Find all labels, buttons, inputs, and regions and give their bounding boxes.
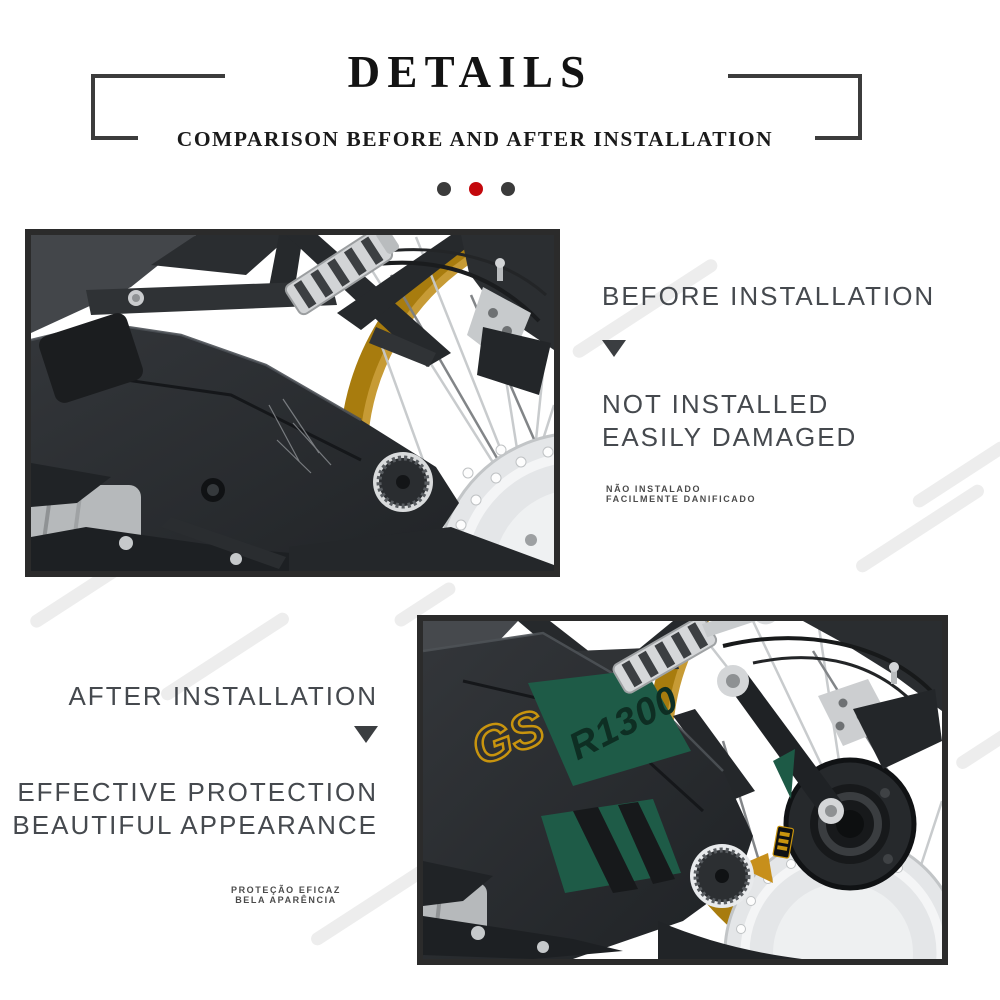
brake-caliper xyxy=(722,636,942,769)
brake-linkage xyxy=(31,517,554,571)
pagination-dots xyxy=(0,182,952,200)
before-note-line-2: FACILMENTE DANIFICADO xyxy=(606,493,757,504)
after-line-2: BEAUTIFUL APPEARANCE xyxy=(12,810,378,840)
title-bracket-left-vertical xyxy=(91,74,95,140)
title-bracket-right-vertical xyxy=(858,74,862,140)
dot-icon xyxy=(501,182,516,196)
after-heading: AFTER INSTALLATION xyxy=(68,681,378,711)
scratches xyxy=(268,398,332,474)
watermark-dash xyxy=(953,711,1000,772)
down-arrow-icon xyxy=(602,340,626,357)
after-note-line-1: PROTEÇÃO EFICAZ xyxy=(230,885,341,895)
page-subtitle: COMPARISON BEFORE AND AFTER INSTALLATION xyxy=(176,127,774,151)
green-decal-stripes xyxy=(541,799,681,893)
down-arrow-icon xyxy=(354,726,378,743)
photo-before-installation xyxy=(25,229,560,577)
title-bracket-right-bottom xyxy=(815,136,862,140)
after-line-1: EFFECTIVE PROTECTION xyxy=(17,777,378,807)
gold-decal-triangle xyxy=(738,853,773,883)
green-decal-upper xyxy=(528,669,691,786)
title-bracket-right-top xyxy=(728,74,862,78)
axle-pivot xyxy=(373,452,433,512)
before-line-2: EASILY DAMAGED xyxy=(602,422,858,452)
after-note: PROTEÇÃO EFICAZ BELA APARÊNCIA xyxy=(226,885,346,905)
before-heading: BEFORE INSTALLATION xyxy=(602,281,936,311)
photo-after-installation: R1300 GS xyxy=(417,615,948,965)
dot-icon-active xyxy=(469,182,483,196)
after-photo-illustration: R1300 GS xyxy=(423,621,942,959)
torque-arm xyxy=(673,665,845,824)
gold-option-badge xyxy=(772,825,795,859)
dot-icon xyxy=(436,182,451,196)
after-description: EFFECTIVE PROTECTION BEAUTIFUL APPEARANC… xyxy=(0,776,378,842)
title-bracket-left-bottom xyxy=(91,136,138,140)
before-line-1: NOT INSTALLED xyxy=(602,389,830,419)
footpeg xyxy=(284,235,400,316)
footpeg xyxy=(612,621,780,694)
brake-linkage xyxy=(423,916,802,959)
green-decal-triangle xyxy=(773,749,795,799)
title-bracket-left-top xyxy=(91,74,225,78)
before-note-line-1: NÃO INSTALADO xyxy=(606,484,702,494)
after-note-line-2: BELA APARÊNCIA xyxy=(235,894,337,905)
axle-pivot xyxy=(690,844,754,908)
before-photo-illustration xyxy=(31,235,554,571)
before-note: NÃO INSTALADO FACILMENTE DANIFICADO xyxy=(606,484,757,504)
before-description: NOT INSTALLED EASILY DAMAGED xyxy=(602,388,857,454)
page-title: DETAILS xyxy=(347,47,593,97)
footpeg-mount xyxy=(369,327,436,367)
